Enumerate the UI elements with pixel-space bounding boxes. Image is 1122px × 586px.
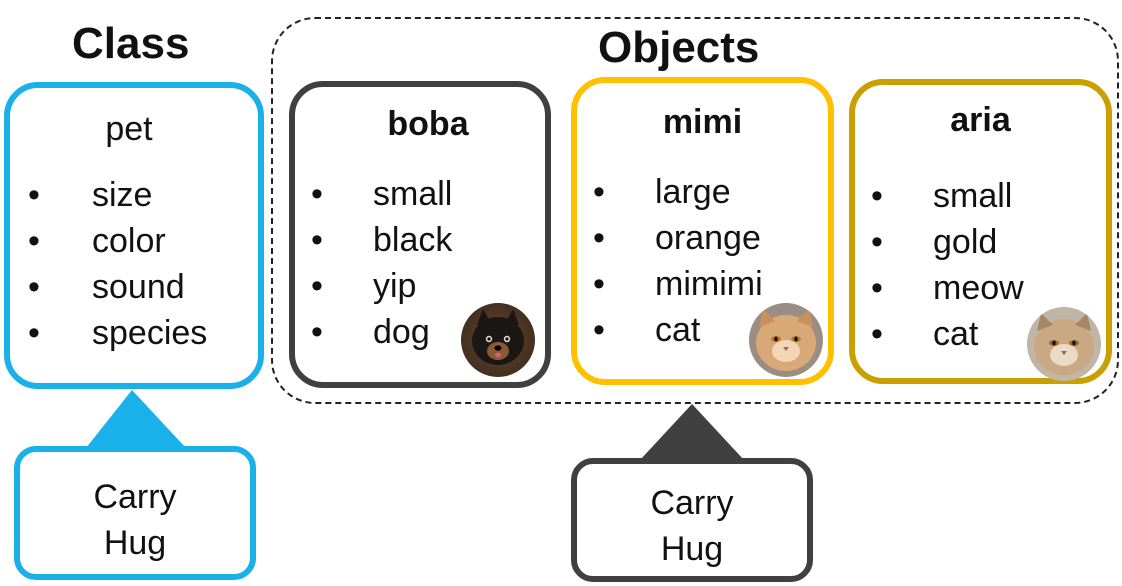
object-box-boba: boba •small •black •yip •dog bbox=[289, 81, 551, 388]
object-box-mimi: mimi •large •orange •mimimi •cat bbox=[571, 77, 834, 385]
class-methods-box: Carry Hug bbox=[14, 446, 256, 580]
class-box-pet: pet •size •color •sound •species bbox=[4, 82, 264, 389]
object-methods-box: Carry Hug bbox=[571, 458, 813, 582]
dog-avatar-icon bbox=[461, 303, 535, 377]
list-item: •gold bbox=[871, 223, 998, 261]
object-connector-triangle bbox=[640, 404, 744, 460]
list-item: •mimimi bbox=[593, 265, 763, 303]
list-item: •black bbox=[311, 221, 453, 259]
list-item: •orange bbox=[593, 219, 761, 257]
list-item: •color bbox=[28, 222, 166, 260]
object-name: aria bbox=[950, 101, 1011, 139]
list-item: •yip bbox=[311, 267, 417, 305]
object-box-aria: aria •small •gold •meow •cat bbox=[849, 79, 1112, 384]
list-item: •small bbox=[311, 175, 453, 213]
class-connector-triangle bbox=[86, 390, 186, 448]
list-item: •species bbox=[28, 314, 208, 352]
list-item: •dog bbox=[311, 313, 430, 351]
objects-group-outline bbox=[271, 17, 1119, 404]
object-value-list: •large •orange •mimimi •cat bbox=[577, 169, 828, 353]
method-carry: Carry bbox=[93, 478, 177, 516]
method-hug: Hug bbox=[103, 524, 167, 562]
object-value-list: •small •black •yip •dog bbox=[295, 171, 545, 355]
class-heading: Class bbox=[72, 19, 190, 68]
method-hug: Hug bbox=[660, 530, 724, 568]
cat-avatar-icon bbox=[1027, 307, 1101, 381]
list-item: •small bbox=[871, 177, 1013, 215]
object-name: boba bbox=[387, 105, 469, 143]
method-carry: Carry bbox=[650, 484, 734, 522]
list-item: •size bbox=[28, 176, 153, 214]
list-item: •cat bbox=[593, 311, 701, 349]
object-value-list: •small •gold •meow •cat bbox=[855, 173, 1106, 357]
list-item: •cat bbox=[871, 315, 979, 353]
class-name: pet bbox=[105, 110, 153, 148]
cat-avatar-icon bbox=[749, 303, 823, 377]
list-item: •large bbox=[593, 173, 731, 211]
objects-heading: Objects bbox=[598, 23, 760, 72]
object-name: mimi bbox=[662, 103, 743, 141]
list-item: •meow bbox=[871, 269, 1024, 307]
class-attribute-list: •size •color •sound •species bbox=[10, 172, 258, 356]
list-item: •sound bbox=[28, 268, 185, 306]
